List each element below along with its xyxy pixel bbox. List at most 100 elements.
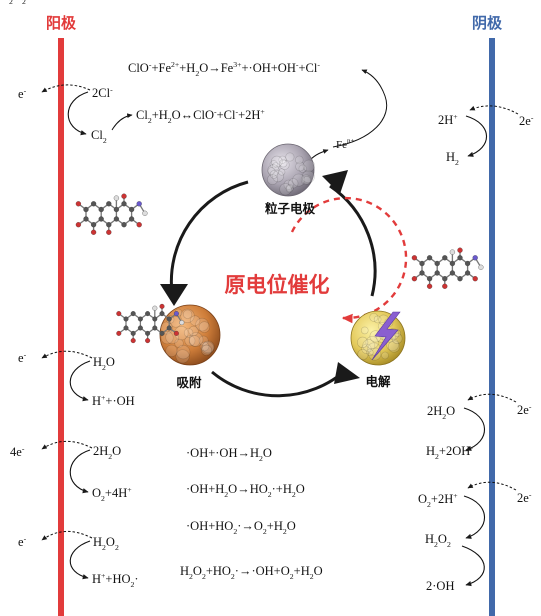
particle-bump	[267, 167, 276, 175]
molecule-atom	[90, 229, 97, 235]
anode-label: 阳极	[46, 14, 77, 32]
anode-electron-arrow-3	[41, 440, 93, 450]
top-equation-2: Cl2+H2O↔ClO-+Cl-+2H+	[136, 107, 265, 125]
cathode-reaction-arrow-3	[463, 495, 485, 539]
anode-product-3: O2+4H+	[92, 485, 132, 503]
cathode-reactions: 2H+H22e-2H2OH2+2OH-2e-O2+2H+H2O22e-H2O22…	[0, 0, 534, 593]
particle-bump	[360, 326, 369, 335]
particle-bump	[302, 176, 311, 185]
molecule-atom	[83, 216, 89, 222]
molecule-atom	[113, 195, 120, 201]
particle-bump	[361, 343, 372, 354]
molecule-atom	[173, 330, 179, 336]
molecule-atom	[106, 222, 112, 228]
molecule-atom	[152, 305, 158, 311]
particle-bump	[188, 325, 199, 337]
molecule-atom	[136, 201, 142, 207]
molecule-atom	[442, 255, 448, 261]
pollutant-molecule-icon	[116, 303, 185, 344]
anode-reaction-arrow-4	[69, 540, 91, 580]
particle-bump	[362, 339, 376, 352]
anode-electron-arrow-2	[41, 350, 93, 359]
particle-bump	[292, 173, 306, 187]
particle-bump	[288, 178, 299, 189]
catalysis-cycle	[160, 170, 377, 398]
electrolysis-label: 电解	[365, 374, 391, 389]
particle-bump	[283, 179, 294, 190]
molecule-atom	[113, 216, 120, 222]
cathode-electron-2: 2e-	[517, 402, 532, 417]
particle-bump	[201, 344, 213, 356]
cathode-reactant-1: 2H+	[438, 112, 458, 127]
cathode-electrode	[489, 38, 495, 616]
molecule-atom	[145, 338, 151, 344]
cathode-electron-1: 2e-	[519, 113, 534, 128]
anode-reactant-4: H2O2	[93, 535, 119, 552]
molecule-atom	[152, 316, 158, 322]
particle-bump	[279, 159, 288, 168]
molecule-atom	[419, 270, 425, 276]
anode-reaction-arrow-3	[69, 449, 91, 494]
particle-to-fe-arrow	[309, 149, 329, 161]
particle-body	[159, 304, 221, 366]
cathode-reactant-4: H2O2	[0, 0, 26, 6]
anode-electron-3: 4e-	[10, 444, 25, 459]
particle-bump	[279, 159, 290, 170]
particle-bump	[165, 344, 178, 358]
anode-reaction-arrow-2	[69, 360, 91, 402]
cathode-product-2: H2+2OH-	[426, 443, 473, 461]
cycle-arrowhead-electrolysis	[334, 362, 360, 384]
molecule-atom	[106, 229, 112, 235]
molecule-atom	[145, 311, 151, 317]
molecule-atom	[434, 270, 440, 276]
particle-bump	[270, 155, 283, 168]
particle-body	[350, 310, 406, 366]
molecule-atom	[106, 201, 112, 207]
molecule-atom	[75, 222, 82, 228]
molecule-atom	[426, 283, 433, 289]
particle-bump	[366, 348, 374, 357]
molecule-atom	[478, 264, 484, 270]
radical-reaction-4: H2O2+HO2·→·OH+O2+H2O	[180, 564, 323, 581]
particle-bump	[391, 333, 403, 344]
molecule-atom	[137, 316, 143, 322]
molecule-atom	[128, 206, 135, 213]
particle-bump	[295, 155, 304, 165]
particle-bump	[180, 308, 195, 323]
cathode-electron-arrow-2	[467, 393, 517, 403]
anode-electron-arrow-1	[41, 84, 91, 93]
molecule-atom	[98, 206, 104, 213]
cathode-product-3: H2O2	[425, 532, 451, 549]
molecule-atom	[116, 330, 122, 336]
particle-bump	[278, 155, 287, 164]
molecule-atom	[98, 216, 104, 222]
center-label: 原电位催化	[225, 273, 330, 297]
molecule-atom	[152, 325, 158, 331]
fe-ion-label: Fen+	[336, 137, 355, 151]
cycle-arc-particle-to-adsorption	[169, 180, 249, 294]
particle-bump	[279, 183, 292, 196]
anode-electron-1: e-	[18, 86, 27, 101]
inner-dashed-circle	[290, 196, 408, 324]
molecule-atom	[121, 201, 127, 207]
particle-electrode-label: 粒子电极	[265, 201, 316, 216]
molecule-atom	[442, 283, 448, 289]
particle-bump	[388, 340, 401, 353]
cycle-arc-adsorption-to-electrolysis	[211, 368, 347, 398]
particle-bump	[176, 345, 191, 360]
particle-adsorption-orange	[159, 304, 221, 366]
particle-electrolysis-yellow	[350, 310, 406, 366]
molecule-atom	[472, 255, 478, 261]
cl2-to-hydrolysis-arrow	[111, 113, 133, 131]
molecule-atom	[173, 311, 179, 317]
molecule-atom	[442, 276, 448, 282]
molecule-atom	[121, 193, 127, 199]
molecule-atom	[83, 206, 89, 213]
cycle-arrowhead-particle	[322, 170, 348, 194]
particle-bump	[199, 341, 210, 352]
molecule-atom	[116, 311, 122, 317]
